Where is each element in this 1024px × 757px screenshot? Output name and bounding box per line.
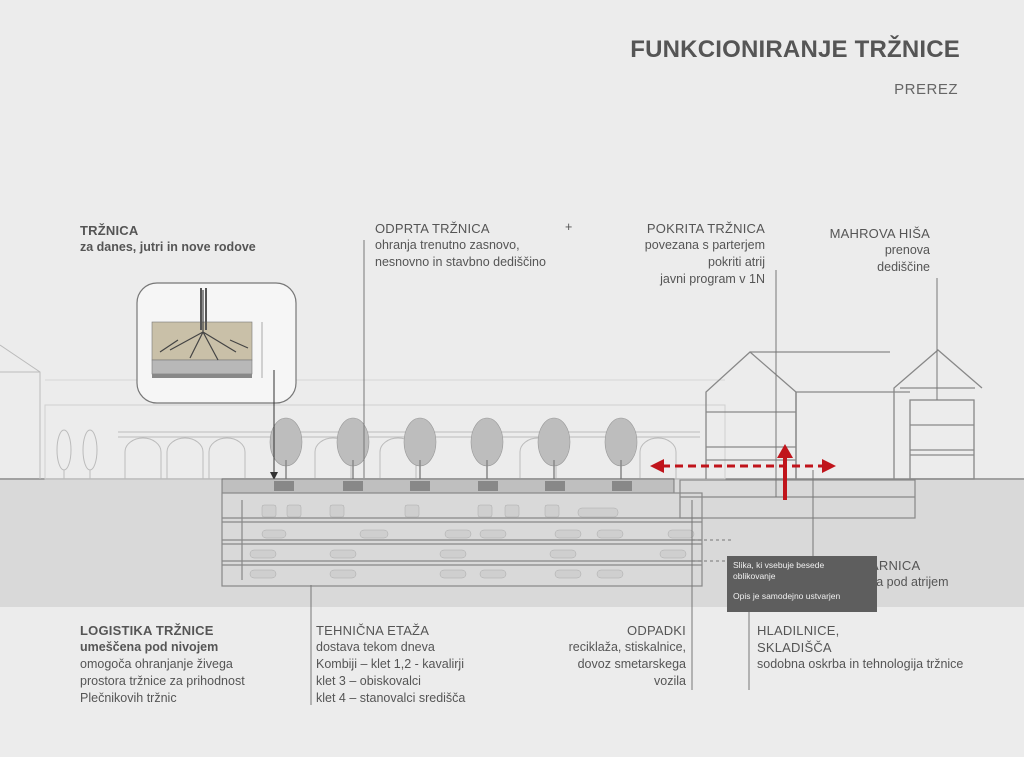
mahrova-line-2: dediščine — [877, 260, 930, 274]
trznica-sub: za danes, jutri in nove rodove — [80, 240, 256, 254]
leader-lines — [310, 240, 938, 705]
pokrita-line-1: povezana s parterjem — [644, 238, 765, 252]
mahrova-line-1: prenova — [884, 243, 930, 257]
logistika-heading: LOGISTIKA TRŽNICE — [80, 623, 214, 638]
covered-market — [705, 349, 983, 480]
label-logistika: LOGISTIKA TRŽNICE umeščena pod nivojem o… — [80, 622, 245, 707]
page-subtitle: PREREZ — [894, 81, 958, 98]
tehnicna-heading: TEHNIČNA ETAŽA — [316, 623, 430, 638]
logistika-line-1: omogoča ohranjanje živega — [80, 657, 233, 671]
pokrita-line-3: javni program v 1N — [660, 272, 765, 286]
page-title: FUNKCIONIRANJE TRŽNICE — [630, 36, 960, 63]
logistika-sub: umeščena pod nivojem — [80, 640, 219, 654]
odpadki-line-2: dovoz smetarskega — [577, 657, 686, 671]
pavement-slab — [221, 478, 675, 494]
trznica-heading: TRŽNICA — [80, 223, 139, 238]
tehnicna-line-4: klet 4 – stanovalci središča — [316, 691, 466, 705]
odprta-line-2: nesnovno in stavbno dediščino — [375, 255, 546, 269]
vehicles — [249, 504, 695, 579]
root-detail — [136, 282, 297, 480]
odprta-heading: ODPRTA TRŽNICA — [375, 221, 490, 236]
odprta-line-1: ohranja trenutno zasnovo, — [375, 238, 520, 252]
odpadki-line-3: vozila — [654, 674, 686, 688]
label-arnica: ARNICA za pod atrijem — [870, 557, 949, 591]
plus-sign: + — [565, 220, 573, 234]
label-odprta-trznica: ODPRTA TRŽNICA ohranja trenutno zasnovo,… — [375, 220, 546, 271]
tehnicna-line-1: dostava tekom dneva — [316, 640, 435, 654]
label-mahrova-hisa: MAHROVA HIŠA prenova dediščine — [800, 225, 930, 276]
arnica-sub: za pod atrijem — [870, 575, 949, 589]
label-pokrita-trznica: POKRITA TRŽNICA povezana s parterjem pok… — [600, 220, 765, 288]
arnica-heading: ARNICA — [870, 558, 921, 573]
logistika-line-3: Plečnikovih tržnic — [80, 691, 177, 705]
hladilnice-heading-2: SKLADIŠČA — [757, 640, 832, 655]
left-building — [0, 344, 726, 480]
alt-text-tooltip[interactable]: Slika, ki vsebuje besede oblikovanje Opi… — [727, 556, 877, 612]
label-trznica: TRŽNICA za danes, jutri in nove rodove — [80, 222, 256, 256]
pokrita-heading: POKRITA TRŽNICA — [646, 221, 765, 236]
label-odpadki: ODPADKI reciklaža, stiskalnice, dovoz sm… — [520, 622, 686, 690]
label-hladilnice: HLADILNICE, SKLADIŠČA sodobna oskrba in … — [757, 622, 963, 673]
tooltip-line-1: Slika, ki vsebuje besede — [733, 560, 825, 570]
hladilnice-heading: HLADILNICE, — [757, 623, 840, 638]
tooltip-line-2: oblikovanje — [733, 571, 776, 581]
mahrova-heading: MAHROVA HIŠA — [829, 226, 930, 241]
tooltip-line-3: Opis je samodejno ustvarjen — [733, 591, 841, 601]
circulation-arrows — [650, 444, 836, 500]
label-tehnicna-etaza: TEHNIČNA ETAŽA dostava tekom dneva Kombi… — [316, 622, 465, 707]
background-trees — [56, 429, 98, 479]
garage-levels — [221, 479, 916, 587]
pokrita-line-2: pokriti atrij — [708, 255, 765, 269]
market-trees — [269, 417, 638, 479]
hladilnice-line-1: sodobna oskrba in tehnologija tržnice — [757, 657, 964, 671]
odpadki-line-1: reciklaža, stiskalnice, — [568, 640, 686, 654]
odpadki-heading: ODPADKI — [627, 623, 686, 638]
tehnicna-line-2: Kombiji – klet 1,2 - kavalirji — [316, 657, 464, 671]
logistika-line-2: prostora tržnice za prihodnost — [80, 674, 245, 688]
tehnicna-line-3: klet 3 – obiskovalci — [316, 674, 421, 688]
